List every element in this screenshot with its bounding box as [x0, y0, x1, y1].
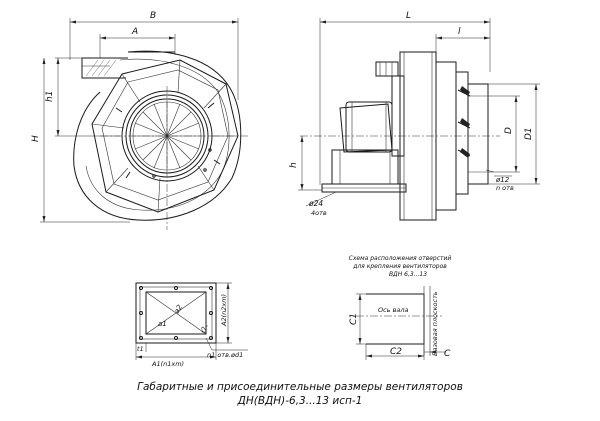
dim-h-label: h — [289, 162, 299, 168]
base-plane-label: Базовая плоскость — [431, 291, 439, 356]
caption-line-2: ДН(ВДН)-6,3...13 исп-1 — [237, 395, 363, 407]
front-view: B A — [31, 11, 250, 230]
dim-a2-label: a2 — [173, 303, 185, 315]
dim-L-label: L — [406, 11, 411, 21]
dim-l-label: l — [458, 27, 461, 37]
dim-t1-label: t1 — [137, 345, 144, 353]
dim-C-label: C — [444, 349, 451, 359]
dim-B-label: B — [150, 11, 156, 21]
dim-C1-label: C1 — [349, 313, 359, 325]
dim-h1-label: h1 — [45, 91, 55, 102]
flange-view: a1 a2 A2(n2xm) t2 A1(n1xm) t1 n1 отв.ød1 — [135, 282, 248, 368]
hole-scheme: Схема расположения отверстий для креплен… — [349, 255, 452, 360]
hole-12-label: ø12 — [495, 176, 510, 184]
dim-t2-label: t2 — [200, 326, 208, 333]
hole-24-label: ø24 — [308, 199, 323, 208]
dim-A-label: A — [131, 27, 138, 37]
scheme-title-2: для крепления вентиляторов — [352, 263, 447, 270]
side-view: L l — [289, 11, 540, 221]
dim-D1-label: D1 — [524, 127, 534, 140]
scheme-title-1: Схема расположения отверстий — [349, 255, 452, 262]
dim-A1-label: A1(n1xm) — [151, 360, 184, 368]
dim-D-label: D — [504, 127, 514, 134]
scheme-title-3: ВДН 6,3...13 — [389, 271, 427, 278]
dim-A2-label: A2(n2xm) — [220, 294, 228, 327]
hole-12-count: n отв — [496, 184, 514, 192]
dim-a1-label: a1 — [158, 320, 167, 328]
flange-holes-label: n1 отв.ød1 — [207, 351, 243, 359]
hole-24-count: 4отв — [311, 209, 327, 217]
dim-H-label: H — [31, 135, 41, 142]
caption-line-1: Габаритные и присоединительные размеры в… — [137, 381, 463, 393]
dim-C2-label: C2 — [390, 347, 402, 357]
fan-axis-label: Ось вала — [378, 306, 409, 314]
